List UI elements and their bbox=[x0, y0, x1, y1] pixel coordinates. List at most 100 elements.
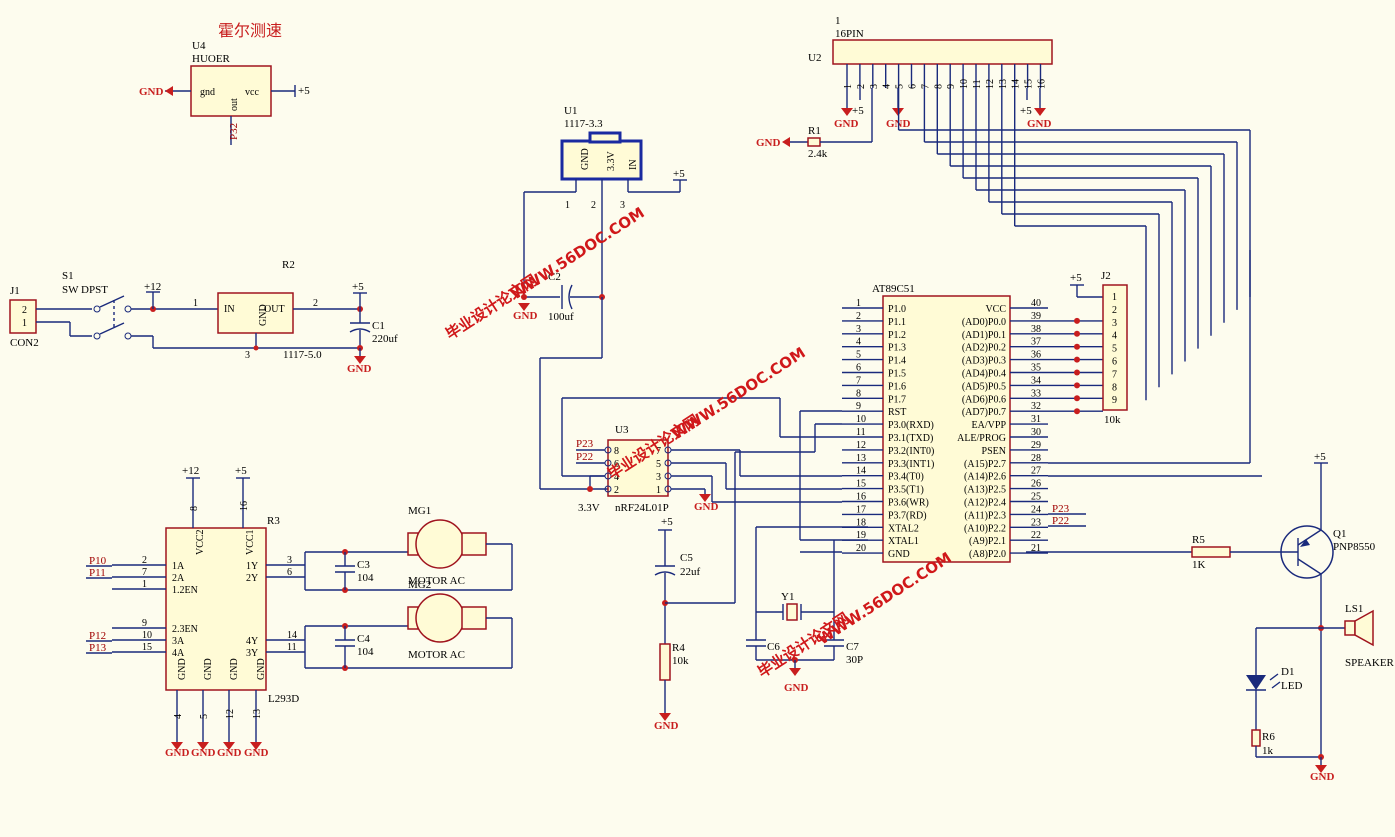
j2-ref: J2 bbox=[1101, 270, 1111, 282]
r3-gnd-sym: GND bbox=[165, 747, 190, 759]
u2-gnd-c: GND bbox=[1027, 118, 1052, 130]
cap-ref: C4 bbox=[357, 633, 370, 645]
junction-dot bbox=[1074, 330, 1080, 337]
q1-ref: Q1 bbox=[1333, 528, 1346, 540]
mcu-pin-label: P1.7 bbox=[888, 394, 906, 405]
mcu-pin-num: 26 bbox=[1031, 479, 1041, 490]
mcu-pin-label: P3.1(TXD) bbox=[888, 433, 933, 444]
motor-name: MOTOR AC bbox=[408, 575, 465, 587]
diagram-title: 霍尔测速 bbox=[218, 22, 282, 40]
d1-ref: D1 bbox=[1281, 666, 1294, 678]
u2-name: 16PIN bbox=[835, 28, 864, 40]
mcu-pin-label: (AD0)P0.0 bbox=[962, 317, 1006, 328]
ls1-name: SPEAKER bbox=[1345, 657, 1395, 669]
mcu-pin-label: P1.1 bbox=[888, 317, 906, 328]
u2-pin-13: 13 bbox=[998, 79, 1009, 89]
motor-ref: MG2 bbox=[408, 579, 431, 591]
r3-gnd-sym: GND bbox=[217, 747, 242, 759]
motor-ref: MG1 bbox=[408, 505, 431, 517]
r4-ref: R4 bbox=[672, 642, 685, 654]
mcu-pin-num: 14 bbox=[856, 466, 866, 477]
r5-body bbox=[1191, 546, 1231, 558]
mcu-pin-label: XTAL2 bbox=[888, 523, 919, 534]
mcu-pin-num: 20 bbox=[856, 543, 866, 554]
r3-ref: R3 bbox=[267, 515, 280, 527]
j2-pin-9: 9 bbox=[1112, 395, 1117, 406]
j2-pin-6: 6 bbox=[1112, 357, 1117, 368]
u3-pin-num: 8 bbox=[614, 446, 619, 457]
r3-pin-num: 5 bbox=[199, 714, 210, 719]
mcu-pin-num: 23 bbox=[1031, 517, 1041, 528]
c1-ref: C1 bbox=[372, 320, 385, 332]
r3-pin-num: 3 bbox=[287, 555, 292, 566]
mcu-pin-num: 11 bbox=[856, 427, 866, 438]
u3-pin-num: 5 bbox=[656, 459, 661, 470]
r1-ref: R1 bbox=[808, 125, 821, 137]
cap-val: 104 bbox=[357, 572, 374, 584]
mcu-pin-num: 31 bbox=[1031, 414, 1041, 425]
motor-driver-l293d bbox=[165, 527, 267, 691]
u3-pin-left bbox=[604, 485, 612, 493]
r3-pin-num: 4 bbox=[173, 714, 184, 719]
motor-name: MOTOR AC bbox=[408, 649, 465, 661]
r3-net-P13: P13 bbox=[89, 642, 107, 654]
r3-net-P10: P10 bbox=[89, 555, 107, 567]
j2-pin-3: 3 bbox=[1112, 318, 1117, 329]
junction-dot bbox=[1074, 356, 1080, 363]
mcu-pin-num: 3 bbox=[856, 324, 861, 335]
junction-dot bbox=[1074, 395, 1080, 402]
u3-p22: P22 bbox=[576, 451, 593, 463]
mcu-pin-label: (A15)P2.7 bbox=[964, 459, 1006, 470]
j1-ref: J1 bbox=[10, 285, 20, 297]
mcu-pin-label: (A11)P2.3 bbox=[964, 510, 1006, 521]
mcu-pin-num: 13 bbox=[856, 453, 866, 464]
r3-gnd-sym: GND bbox=[244, 747, 269, 759]
mcu-pin-num: 34 bbox=[1031, 375, 1041, 386]
r3-gnd-label: GND bbox=[256, 658, 267, 680]
u1-ref: U1 bbox=[564, 105, 577, 117]
d1-name: LED bbox=[1281, 680, 1302, 692]
j2-val: 10k bbox=[1104, 414, 1121, 426]
r2-p3: 3 bbox=[245, 350, 250, 361]
r2-in: IN bbox=[224, 304, 235, 315]
r1-val: 2.4k bbox=[808, 148, 828, 160]
mcu-pin-label: P1.2 bbox=[888, 330, 906, 341]
mcu-pin-label: P1.0 bbox=[888, 304, 906, 315]
mcu-pin-label: (AD6)P0.6 bbox=[962, 394, 1006, 405]
c7-val: 30P bbox=[846, 654, 863, 666]
r1-body bbox=[807, 137, 821, 147]
r3-pin-label: 3Y bbox=[246, 648, 258, 659]
r2-p2: 2 bbox=[313, 298, 318, 309]
mcu-pin-num: 8 bbox=[856, 388, 861, 399]
u2-pin-12: 12 bbox=[985, 79, 996, 89]
r3-pin-num: 9 bbox=[142, 618, 147, 629]
mcu-pin-num: 36 bbox=[1031, 350, 1041, 361]
mcu-pin-label: PSEN bbox=[982, 446, 1006, 457]
u2-pin-11: 11 bbox=[972, 79, 983, 89]
mcu-pin-label: P3.3(INT1) bbox=[888, 459, 934, 470]
gnd-symbol bbox=[782, 137, 790, 147]
u1-name: 1117-3.3 bbox=[564, 118, 603, 130]
u4-out-label: out bbox=[229, 98, 240, 111]
r3-pin-label: 1A bbox=[172, 561, 185, 572]
mcu-pin-num: 35 bbox=[1031, 363, 1041, 374]
r3-pin-label: 2A bbox=[172, 573, 185, 584]
mcu-pin-label: (AD2)P0.2 bbox=[962, 343, 1006, 354]
mcu-pin-num: 28 bbox=[1031, 453, 1041, 464]
mcu-pin-label: (A10)P2.2 bbox=[964, 523, 1006, 534]
mcu-pin-num: 37 bbox=[1031, 337, 1041, 348]
j2-pin-7: 7 bbox=[1112, 369, 1117, 380]
r3-pin-num: 16 bbox=[239, 501, 250, 511]
mcu-pin-label: ALE/PROG bbox=[957, 433, 1006, 444]
r3-pins: 21A72A11.2EN92.3EN103A154AP10P11P12P1331… bbox=[86, 465, 305, 759]
r4-body bbox=[659, 643, 671, 681]
u2-pin-5: 5 bbox=[895, 84, 906, 89]
mcu-pin-label: (A12)P2.4 bbox=[964, 498, 1006, 509]
u3-pin-num: 4 bbox=[614, 472, 619, 483]
r3-gnd-label: GND bbox=[177, 658, 188, 680]
gnd-symbol bbox=[1034, 108, 1046, 116]
mcu-pin-num: 6 bbox=[856, 363, 861, 374]
r3-pin-num: 7 bbox=[142, 567, 147, 578]
